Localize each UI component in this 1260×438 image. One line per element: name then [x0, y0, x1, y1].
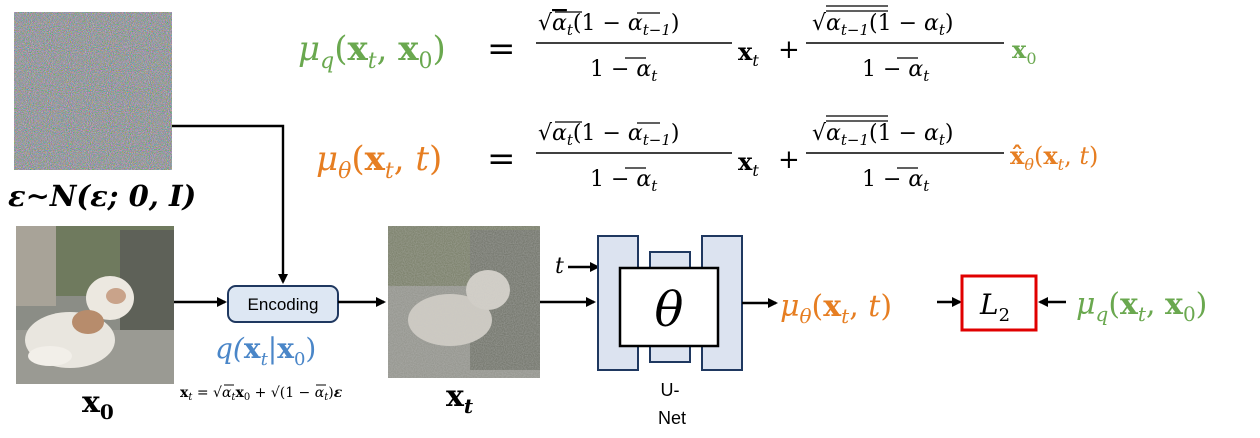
- l2-loss-box: [960, 274, 1038, 332]
- q-distribution-label: q(xt|x0): [215, 332, 316, 370]
- theta-box: [618, 266, 720, 348]
- mu-q-term2-var: x0: [1012, 35, 1037, 68]
- mu-theta-lhs: μθ(xt, t): [316, 139, 442, 184]
- reparameterization-formula: xt = √αtx0 + √(1 − αt)ε: [180, 385, 343, 403]
- svg-text:√αt−1(1 − αt): √αt−1(1 − αt): [812, 121, 954, 149]
- noisy-cat-photo-image: [388, 226, 540, 378]
- theta-label: θ: [655, 282, 684, 338]
- mu-q-term1-var: xt: [738, 37, 759, 70]
- svg-text:xt: xt: [738, 147, 759, 180]
- mu-q-target-label: μq(xt, x0): [1076, 287, 1207, 326]
- xt-label: xt: [446, 379, 474, 418]
- t-input-label: t: [555, 254, 564, 279]
- encoding-label: Encoding: [248, 295, 319, 314]
- mu-q-lhs-mu: μq(xt, x0): [298, 29, 446, 74]
- unet-block: [597, 235, 743, 371]
- noise-to-encoding-arrow: [172, 124, 288, 284]
- mu-q-term2-numerator: √αt−1(1 − αt): [812, 11, 954, 39]
- unet-label-line1: U-: [661, 380, 680, 400]
- mu-theta-formula: μθ(xt, t) = √αt(1 − αt−1) 1 − αt xt + √α…: [316, 115, 1098, 195]
- mu-theta-equals: =: [487, 139, 516, 179]
- svg-text:+: +: [778, 145, 800, 175]
- mu-q-term1-numerator: √αt(1 − αt−1): [538, 11, 680, 39]
- x0-label: x0: [82, 385, 114, 424]
- cat-photo-image: [16, 226, 174, 384]
- gaussian-noise-image: [14, 12, 172, 170]
- mu-q-equals: =: [487, 29, 516, 69]
- mu-theta-term2-var: x̂θ(xt, t): [1010, 141, 1098, 174]
- mu-q-term2-denominator: 1 − αt: [862, 57, 930, 85]
- mu-theta-output-label: μθ(xt, t): [780, 289, 892, 328]
- encoding-box: [227, 285, 339, 323]
- mu-q-term1-denominator: 1 − αt: [590, 57, 658, 85]
- svg-text:1 − αt: 1 − αt: [590, 167, 658, 195]
- noise-distribution-label: ε∼N(ε; 0, I): [8, 179, 196, 213]
- unet-label-line2: Net: [658, 408, 686, 428]
- mu-theta-term1-numerator: √αt(1 − αt−1): [538, 121, 680, 149]
- mu-q-formula: μq(xt, x0) = √αt(1 − αt−1) 1 − αt xt + √…: [298, 5, 1037, 85]
- svg-text:1 − αt: 1 − αt: [862, 167, 930, 195]
- mu-q-plus: +: [778, 35, 800, 65]
